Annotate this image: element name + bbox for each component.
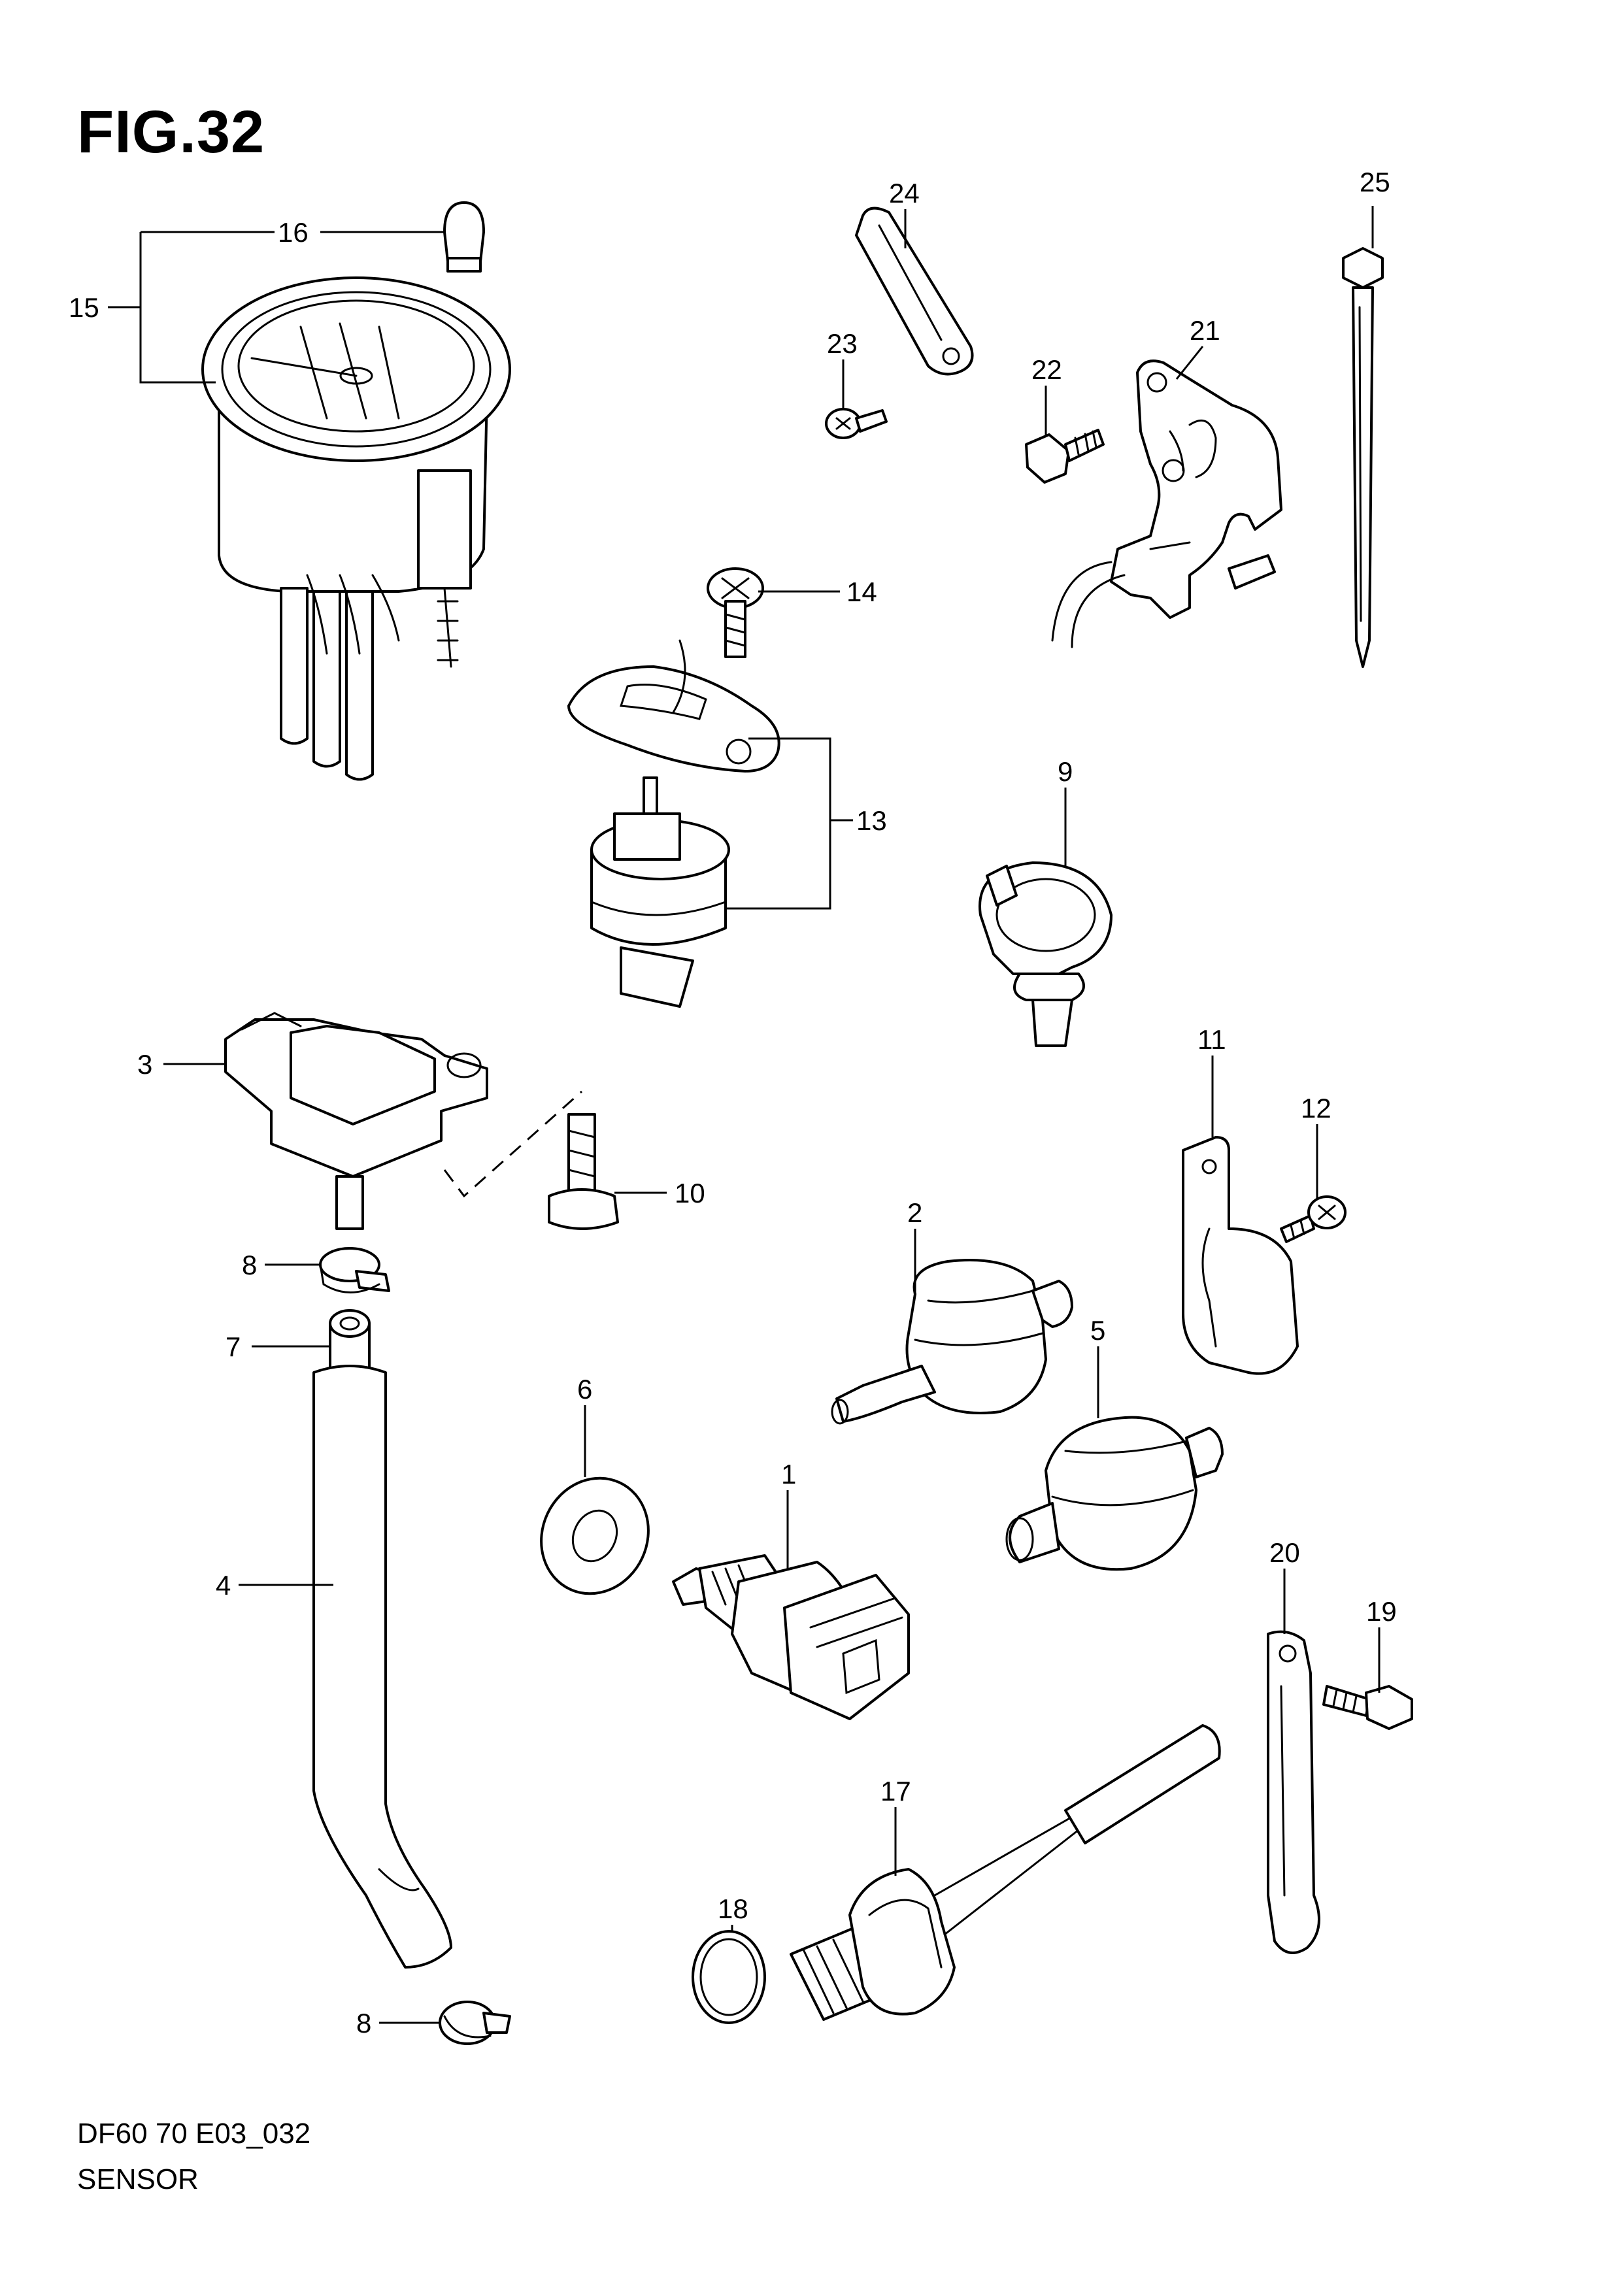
- part-17-sensor-wire: [790, 1724, 1221, 2021]
- callout-4: 4: [216, 1570, 231, 1601]
- part-25-cable-tie: [1342, 247, 1384, 668]
- callout-6: 6: [577, 1374, 592, 1405]
- callout-13: 13: [856, 805, 887, 836]
- part-8-clip-lower: [439, 2001, 511, 2045]
- figure-name: SENSOR: [77, 2163, 199, 2195]
- callout-11: 11: [1197, 1024, 1226, 1055]
- figure-code: DF60 70 E03_032: [77, 2118, 311, 2150]
- part-23-screw: [825, 408, 888, 439]
- callout-22: 22: [1031, 354, 1062, 385]
- part-13-trim-sender: [567, 639, 780, 1008]
- callout-9: 9: [1058, 756, 1073, 787]
- part-22-bolt: [1025, 429, 1105, 484]
- callout-21: 21: [1190, 315, 1220, 346]
- callout-8-upper: 8: [242, 1250, 257, 1280]
- part-20-strap: [1267, 1630, 1320, 1954]
- callout-12: 12: [1301, 1093, 1331, 1123]
- callout-19: 19: [1366, 1596, 1397, 1627]
- callout-17: 17: [880, 1776, 911, 1806]
- callout-1: 1: [781, 1459, 796, 1489]
- part-11-strap: [1182, 1136, 1299, 1375]
- callout-labels: 16 15 24 25 23 22 21 14 13 9 3 10 11 12 …: [69, 167, 1397, 2038]
- part-12-screw: [1280, 1195, 1347, 1243]
- callout-2: 2: [907, 1197, 922, 1228]
- part-16-bulb: [443, 201, 485, 273]
- part-8-clip-upper: [319, 1247, 390, 1293]
- part-4-hose: [312, 1365, 452, 1969]
- part-1-temperature-sensor: [672, 1554, 910, 1720]
- part-2-pressure-switch: [831, 1259, 1073, 1425]
- part-6-washer: [540, 1476, 650, 1595]
- callout-16: 16: [278, 217, 309, 248]
- callout-24: 24: [889, 178, 920, 208]
- leader-lines: [108, 206, 1380, 2024]
- callout-25: 25: [1360, 167, 1390, 197]
- figure-title: FIG.32: [77, 99, 265, 165]
- callout-23: 23: [827, 328, 858, 359]
- callout-14: 14: [846, 576, 877, 607]
- callout-20: 20: [1269, 1537, 1300, 1568]
- callout-5: 5: [1090, 1315, 1105, 1346]
- part-18-o-ring: [692, 1930, 766, 2024]
- callout-18: 18: [718, 1893, 748, 1924]
- callout-15: 15: [69, 292, 99, 323]
- callout-3: 3: [137, 1049, 152, 1080]
- part-14-screw: [707, 567, 764, 658]
- part-10-bolt: [548, 1113, 619, 1230]
- part-15-gauge: [201, 276, 511, 781]
- part-5-oil-pressure-switch: [1005, 1416, 1224, 1571]
- part-9-clamp: [979, 861, 1113, 1047]
- callout-8-lower: 8: [356, 2008, 371, 2038]
- part-21-bracket-sensor: [1051, 359, 1282, 648]
- callout-7: 7: [226, 1331, 241, 1362]
- callout-10: 10: [675, 1178, 705, 1208]
- part-3-pressure-sensor: [224, 1012, 488, 1230]
- part-19-bolt: [1322, 1685, 1413, 1730]
- part-24-strap: [855, 207, 974, 376]
